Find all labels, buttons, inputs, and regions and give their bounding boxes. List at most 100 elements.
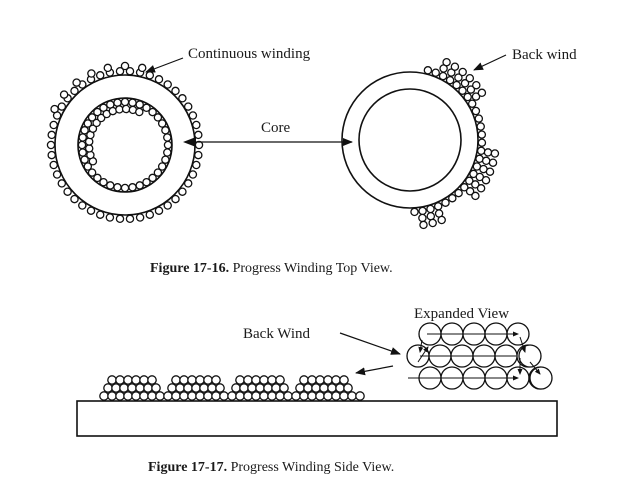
- side-wire-turn: [99, 391, 109, 401]
- backwind-wire-turn: [418, 206, 427, 216]
- inner-wire-turn: [83, 162, 93, 171]
- side-wire-turn: [207, 383, 217, 393]
- inner-wire-turn: [120, 183, 130, 193]
- inner-wire-turn: [93, 107, 102, 117]
- backwind-wire-turn: [445, 75, 455, 85]
- outer-wire-turn: [47, 150, 56, 160]
- outer-wire-turn: [70, 194, 79, 204]
- backwind-wire-turn: [471, 92, 481, 101]
- side-wire-turn: [115, 391, 125, 401]
- backwind-wire-turn: [463, 92, 472, 102]
- backwind-wire-turn: [419, 220, 428, 230]
- inner-wire-turn: [142, 177, 151, 187]
- side-winding-wires: [99, 375, 365, 401]
- figure-17-16-caption: Figure 17-16. Progress Winding Top View.: [150, 261, 393, 276]
- side-wire-turn: [127, 383, 137, 393]
- side-wire-turn: [255, 383, 265, 393]
- side-wire-turn: [307, 375, 317, 385]
- side-wire-turn: [343, 383, 353, 393]
- side-wire-turn: [323, 391, 333, 401]
- outer-wire-turn: [57, 102, 67, 111]
- traverse-line: [529, 361, 541, 375]
- inner-wire-turn: [84, 137, 94, 146]
- outer-winding-wires: [46, 61, 204, 224]
- side-wire-turn: [347, 391, 357, 401]
- outer-wire-turn: [178, 187, 187, 196]
- expanded-wire-turn: [518, 344, 542, 368]
- outer-wire-turn: [95, 71, 105, 80]
- side-wire-turn: [195, 391, 205, 401]
- side-wire-turn: [199, 383, 209, 393]
- side-wire-turn: [311, 383, 321, 393]
- backwind-wire-turn: [472, 80, 481, 90]
- backwind-wire-turn: [426, 211, 436, 221]
- backwind-wire-turn: [433, 202, 443, 211]
- inner-wire-turn: [84, 144, 94, 153]
- outer-wire-turn: [120, 61, 130, 71]
- outer-wire-turn: [49, 160, 58, 170]
- inner-wire-turn: [78, 133, 87, 142]
- side-wire-turn: [195, 375, 205, 385]
- inner-wire-turn: [148, 173, 157, 183]
- side-wire-turn: [231, 383, 241, 393]
- inner-wire-turn: [78, 148, 87, 157]
- backwind-wire-turn: [410, 207, 419, 217]
- side-wire-turn: [147, 375, 157, 385]
- back-wind-label-side: Back Wind: [243, 326, 311, 342]
- side-wire-turn: [319, 383, 329, 393]
- side-wire-turn: [135, 383, 145, 393]
- side-wire-turn: [327, 383, 337, 393]
- outer-wire-turn: [183, 102, 193, 111]
- side-wire-turn: [267, 391, 277, 401]
- side-wire-turn: [251, 391, 261, 401]
- outer-wire-turn: [192, 160, 201, 170]
- outer-wire-turn: [115, 66, 125, 76]
- side-wire-turn: [183, 383, 193, 393]
- side-wire-turn: [143, 383, 153, 393]
- core-inner-right: [358, 88, 462, 192]
- side-wire-turn: [227, 391, 237, 401]
- inner-wire-turn: [163, 140, 173, 150]
- side-wire-turn: [299, 375, 309, 385]
- side-wire-turn: [155, 391, 165, 401]
- back-wind-arrow-top: [473, 54, 507, 71]
- backwind-wire-turn: [460, 183, 469, 192]
- side-wire-turn: [171, 375, 181, 385]
- outer-wire-turn: [50, 104, 59, 114]
- backwind-wire-turn: [428, 218, 437, 228]
- side-wire-turn: [115, 375, 125, 385]
- outer-wire-turn: [194, 150, 203, 160]
- outer-wire-turn: [188, 111, 198, 120]
- inner-wire-turn: [163, 133, 172, 142]
- side-wire-turn: [295, 383, 305, 393]
- backwind-wire-turn: [476, 146, 486, 156]
- side-wire-turn: [259, 375, 269, 385]
- outer-wire-turn: [145, 71, 155, 80]
- inner-wire-turn: [80, 126, 89, 135]
- side-wire-turn: [315, 391, 325, 401]
- side-wire-turn: [279, 383, 289, 393]
- backwind-wire-turn: [447, 68, 456, 77]
- inner-wire-turn: [96, 113, 106, 123]
- expanded-view-label: Expanded View: [414, 306, 509, 322]
- inner-wire-turn: [135, 181, 144, 190]
- backwind-wire-turn: [481, 175, 491, 185]
- outer-wire-turn: [135, 213, 145, 222]
- side-wire-turn: [219, 391, 229, 401]
- outer-wire-turn: [47, 130, 56, 140]
- side-wire-turn: [215, 383, 225, 393]
- inner-wire-turn: [142, 103, 151, 113]
- outer-wire-turn: [105, 213, 115, 222]
- outer-wire-turn: [95, 210, 105, 219]
- continuous-winding-arrow: [145, 57, 184, 73]
- side-wire-turn: [275, 375, 285, 385]
- inner-wire-turn: [161, 155, 170, 164]
- side-wire-turn: [187, 391, 197, 401]
- side-wire-turn: [179, 391, 189, 401]
- figure-17-17-caption: Figure 17-17. Progress Winding Side View…: [148, 460, 394, 475]
- inner-wire-turn: [88, 124, 98, 133]
- outer-wire-turn: [145, 210, 155, 219]
- backwind-wire-turn: [476, 122, 485, 131]
- side-wire-turn: [211, 391, 221, 401]
- side-wire-turn: [291, 391, 301, 401]
